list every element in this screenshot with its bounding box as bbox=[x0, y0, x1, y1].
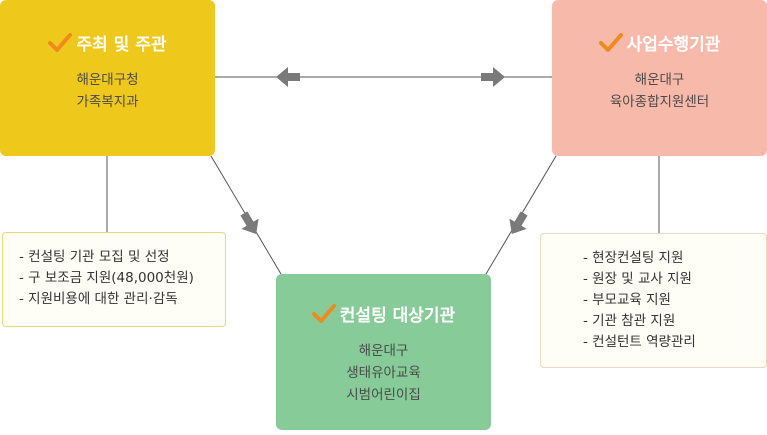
host-task-item: - 구 보조금 지원(48,000천원) bbox=[19, 270, 194, 286]
host-title: 주최 및 주관 bbox=[76, 35, 167, 55]
right-arrow-icon bbox=[481, 67, 505, 87]
executor-line: 해운대구 bbox=[634, 72, 685, 88]
target-line: 해운대구 bbox=[358, 343, 409, 359]
checkmark-icon bbox=[48, 32, 73, 52]
executor-title-row: 사업수행기관 bbox=[552, 30, 767, 55]
host-lines: 해운대구청 가족복지과 bbox=[0, 69, 215, 113]
target-line: 시범어린이집 bbox=[346, 387, 421, 403]
checkmark-icon bbox=[598, 32, 623, 52]
host-title-row: 주최 및 주관 bbox=[0, 30, 215, 55]
executor-task-list: - 현장컨설팅 지원 - 원장 및 교사 지원 - 부모교육 지원 - 기관 참… bbox=[540, 233, 767, 368]
executor-lines: 해운대구 육아종합지원센터 bbox=[552, 69, 767, 113]
down-right-arrow-icon bbox=[240, 211, 259, 235]
target-title: 컨설팅 대상기관 bbox=[339, 306, 456, 326]
host-line: 해운대구청 bbox=[76, 72, 139, 88]
target-box: 컨설팅 대상기관 해운대구 생태유아교육 시범어린이집 bbox=[276, 274, 491, 430]
executor-task-item: - 원장 및 교사 지원 bbox=[583, 271, 692, 287]
target-title-row: 컨설팅 대상기관 bbox=[276, 301, 491, 326]
executor-task-item: - 기관 참관 지원 bbox=[583, 313, 676, 329]
down-left-arrow-icon bbox=[509, 211, 528, 235]
executor-box: 사업수행기관 해운대구 육아종합지원센터 bbox=[552, 0, 767, 156]
executor-task-item: - 컨설턴트 역량관리 bbox=[583, 334, 696, 350]
executor-title: 사업수행기관 bbox=[626, 35, 721, 55]
host-line: 가족복지과 bbox=[76, 94, 139, 110]
executor-line: 육아종합지원센터 bbox=[609, 94, 710, 110]
host-task-item: - 컨설팅 기관 모집 및 선정 bbox=[19, 249, 170, 265]
host-task-item: - 지원비용에 대한 관리·감독 bbox=[19, 291, 178, 307]
target-lines: 해운대구 생태유아교육 시범어린이집 bbox=[276, 340, 491, 406]
left-arrow-icon bbox=[276, 67, 300, 87]
host-organizer-box: 주최 및 주관 해운대구청 가족복지과 bbox=[0, 0, 215, 156]
target-line: 생태유아교육 bbox=[346, 365, 421, 381]
executor-task-item: - 현장컨설팅 지원 bbox=[583, 250, 684, 266]
checkmark-icon bbox=[311, 303, 336, 323]
executor-task-item: - 부모교육 지원 bbox=[583, 292, 671, 308]
host-task-list: - 컨설팅 기관 모집 및 선정 - 구 보조금 지원(48,000천원) - … bbox=[2, 232, 226, 327]
